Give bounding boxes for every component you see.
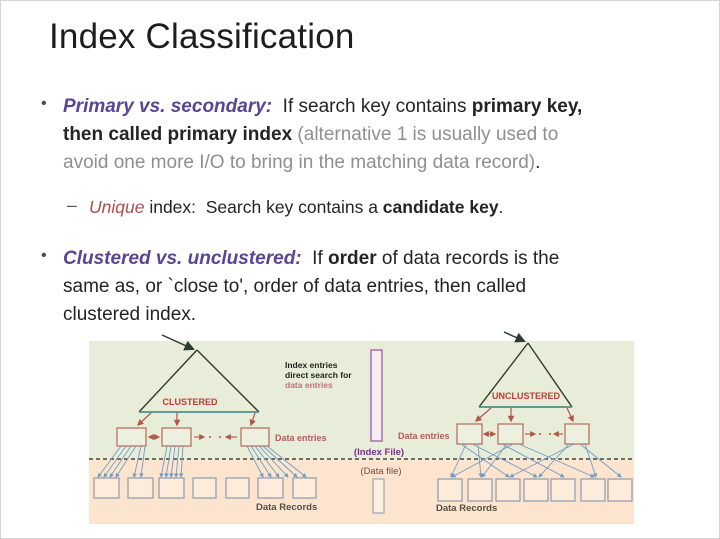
unique-term: Unique xyxy=(89,197,145,217)
data-entries-label-right: Data entries xyxy=(398,431,450,441)
bullet2-line2: same as, or `close to', order of data en… xyxy=(63,276,527,297)
sub-bullet-text: index: Search key contains a xyxy=(144,197,383,217)
diagram-center: Index entries direct search for data ent… xyxy=(285,349,404,514)
bullet1-primary-key: primary key, xyxy=(471,96,583,117)
bullet2-text-b: of data records is the xyxy=(376,248,560,269)
entry-link-arrows-right xyxy=(482,430,563,438)
bullet2-line1: Clustered vs. unclustered: If order of d… xyxy=(63,245,559,273)
unclustered-tree: UNCLUSTERED Data entries xyxy=(398,331,633,514)
bullet1-text-b: then called primary index xyxy=(63,124,298,145)
index-file-bar xyxy=(370,349,383,442)
sub-bullet-period: . xyxy=(498,197,504,217)
data-entries-label-left: Data entries xyxy=(275,433,327,443)
bullet-primary-vs-secondary: • Primary vs. secondary: If search key c… xyxy=(39,93,582,177)
unclustered-pointer-lines xyxy=(450,443,622,478)
data-entry-boxes-right xyxy=(456,423,590,445)
sub-bullet-marker: – xyxy=(67,195,77,215)
bullet2-text-a: If xyxy=(301,248,329,269)
data-records-label-left: Data Records xyxy=(256,502,317,513)
slide-title: Index Classification xyxy=(49,17,355,56)
data-records-label-right: Data Records xyxy=(436,503,497,514)
bullet1-colon: : xyxy=(265,96,273,117)
bullet2-line3: clustered index. xyxy=(63,304,197,325)
clustered-pointer-lines xyxy=(97,445,307,478)
bullet1-line1: Primary vs. secondary: If search key con… xyxy=(63,93,582,121)
bullet-marker: • xyxy=(41,247,47,264)
bullet2-head: Clustered vs. unclustered xyxy=(63,248,296,269)
note-line1: Index entries xyxy=(285,360,338,370)
candidate-key-term: candidate key xyxy=(382,197,499,217)
bullet1-line2: then called primary index (alternative 1… xyxy=(63,121,582,149)
bullet1-period: . xyxy=(535,152,541,173)
index-diagram: CLUSTERED Data entries xyxy=(89,331,634,524)
bullet2-order: order xyxy=(328,248,377,269)
bullet1-line3: avoid one more I/O to bring in the match… xyxy=(63,149,582,177)
clustered-label: CLUSTERED xyxy=(162,397,218,407)
bullet2-colon: : xyxy=(295,248,302,269)
bullet-marker: • xyxy=(41,95,47,112)
data-file-bar xyxy=(372,478,385,514)
note-line3: data entries xyxy=(285,380,333,390)
bullet-clustered-vs-unclustered: • Clustered vs. unclustered: If order of… xyxy=(39,245,559,329)
bullet1-text-a: If search key contains xyxy=(272,96,472,117)
bullet1-paren-a: (alternative 1 is usually used to xyxy=(297,124,559,145)
index-file-label: (Index File) xyxy=(354,447,404,458)
bullet1-head: Primary vs. secondary xyxy=(63,96,266,117)
data-file-label: (Data file) xyxy=(360,466,401,477)
sub-bullet-line: Unique index: Search key contains a cand… xyxy=(89,195,503,219)
data-record-boxes-left xyxy=(93,477,317,499)
bullet1-paren-b: avoid one more I/O to bring in the match… xyxy=(63,152,536,173)
unclustered-label: UNCLUSTERED xyxy=(492,391,561,401)
clustered-tree: CLUSTERED Data entries xyxy=(93,334,327,513)
note-line2: direct search for xyxy=(285,370,352,380)
sub-bullet-unique-index: – Unique index: Search key contains a ca… xyxy=(67,195,503,219)
data-record-boxes-right xyxy=(437,478,633,502)
entry-link-arrows-left xyxy=(147,433,237,441)
